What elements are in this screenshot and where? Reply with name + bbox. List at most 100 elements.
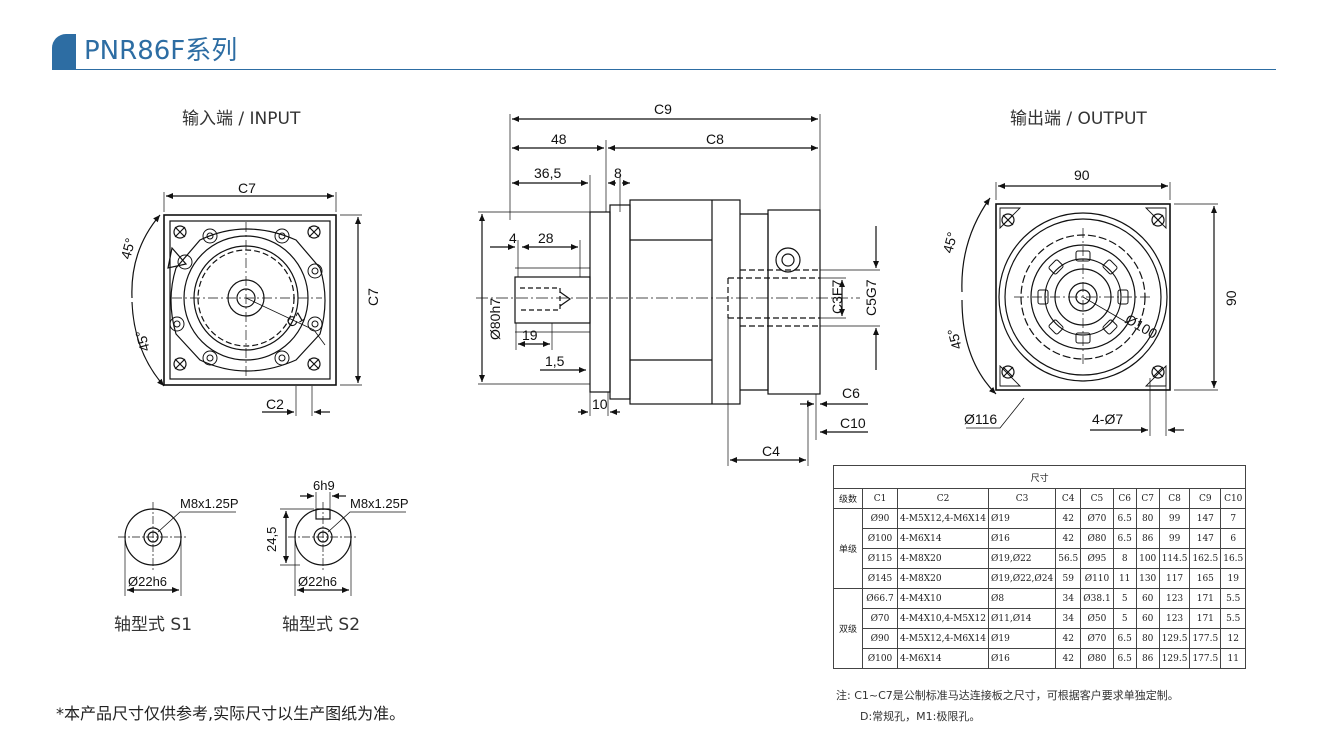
header-c6: C6 <box>1112 488 1137 509</box>
cell: Ø80 <box>1080 648 1114 669</box>
cell: 177.5 <box>1189 648 1222 669</box>
dim-1-5: 1,5 <box>545 353 565 369</box>
cell: 6.5 <box>1112 648 1137 669</box>
cell: 4-M8X20 <box>897 568 989 589</box>
dimension-table: 尺寸 级数 C1 C2 C3 C4 C5 C6 C7 C8 C9 C10 单级 … <box>832 465 1247 669</box>
s2-thread: M8x1.25P <box>350 496 409 511</box>
header-accent-mark <box>52 34 76 70</box>
angle-input-top: 45° <box>117 236 138 261</box>
cell: Ø70 <box>862 608 898 629</box>
cell: 129.5 <box>1158 648 1191 669</box>
cell: 42 <box>1055 648 1082 669</box>
cell: 86 <box>1135 648 1160 669</box>
cell: 5.5 <box>1220 588 1247 609</box>
angle-out-top: 45° <box>939 230 960 255</box>
note-line-2: D:常规孔，M1:极限孔。 <box>860 710 981 723</box>
cell: 171 <box>1189 608 1222 629</box>
cell: 19 <box>1220 568 1247 589</box>
cell: 5 <box>1112 588 1137 609</box>
cell: 165 <box>1189 568 1222 589</box>
output-view-title: 输出端 / OUTPUT <box>1010 109 1147 129</box>
dim-c2: C2 <box>266 396 284 412</box>
cell: 162.5 <box>1189 548 1222 569</box>
s1-thread: M8x1.25P <box>180 496 239 511</box>
dim-48: 48 <box>551 131 567 147</box>
dim-d116: Ø116 <box>964 411 997 427</box>
cell: 5 <box>1112 608 1137 629</box>
cell: Ø90 <box>862 628 898 649</box>
cell: 4-M4X10,4-M5X12 <box>897 608 989 629</box>
cell: 11 <box>1112 568 1137 589</box>
cell: 147 <box>1189 528 1222 549</box>
cell: Ø115 <box>862 548 898 569</box>
cell: 11 <box>1220 648 1247 669</box>
cell: Ø19 <box>987 628 1057 649</box>
dim-c9: C9 <box>654 101 672 117</box>
cell: Ø100 <box>862 528 898 549</box>
cell: Ø11,Ø14 <box>987 608 1057 629</box>
cell: Ø16 <box>987 528 1057 549</box>
cell: 42 <box>1055 508 1082 529</box>
s1-diameter: Ø22h6 <box>128 574 167 589</box>
stage-double: 双级 <box>833 588 863 669</box>
page-title: PNR86F系列 <box>84 36 238 66</box>
cell: 4-M6X14 <box>897 648 989 669</box>
dim-holes: 4-Ø7 <box>1092 411 1123 427</box>
cell: Ø19 <box>987 508 1057 529</box>
header-stage: 级数 <box>833 488 863 509</box>
angle-input-bottom: 45° <box>132 329 153 354</box>
table-header-row: 级数 C1 C2 C3 C4 C5 C6 C7 C8 C9 C10 <box>833 488 1247 509</box>
cell: Ø70 <box>1080 508 1114 529</box>
dim-8: 8 <box>614 165 622 181</box>
cell: 59 <box>1055 568 1082 589</box>
cell: 4-M4X10 <box>897 588 989 609</box>
shaft-s1-drawing <box>118 502 236 596</box>
cell: 80 <box>1135 628 1160 649</box>
cell: Ø70 <box>1080 628 1114 649</box>
cell: 8 <box>1112 548 1137 569</box>
cell: 4-M5X12,4-M6X14 <box>897 628 989 649</box>
cell: 100 <box>1135 548 1160 569</box>
shaft-s1-label: 轴型式 S1 <box>114 615 193 635</box>
table-row: Ø115 4-M8X20 Ø19,Ø22 56.5 Ø95 8 100 114.… <box>834 548 1247 569</box>
header-c10: C10 <box>1220 488 1247 509</box>
cell: Ø38.1 <box>1080 588 1114 609</box>
cell: 99 <box>1158 508 1191 529</box>
cell: Ø95 <box>1080 548 1114 569</box>
shaft-s2-drawing <box>280 492 406 596</box>
header-c9: C9 <box>1189 488 1222 509</box>
cell: 177.5 <box>1189 628 1222 649</box>
dim-4: 4 <box>509 230 517 246</box>
cell: 4-M8X20 <box>897 548 989 569</box>
table-row: Ø70 4-M4X10,4-M5X12 Ø11,Ø14 34 Ø50 5 60 … <box>834 608 1247 629</box>
dim-d100: Ø100 <box>1123 311 1161 342</box>
footnote: *本产品尺寸仅供参考,实际尺寸以生产图纸为准。 <box>56 704 406 723</box>
cell: Ø16 <box>987 648 1057 669</box>
cell: 42 <box>1055 528 1082 549</box>
s2-diameter: Ø22h6 <box>298 574 337 589</box>
dim-d80: Ø80h7 <box>487 298 503 340</box>
cell: 123 <box>1158 608 1191 629</box>
cell: 5.5 <box>1220 608 1247 629</box>
cell: 16.5 <box>1220 548 1247 569</box>
side-view-drawing <box>476 114 880 466</box>
input-view-drawing <box>131 192 362 416</box>
cell: Ø80 <box>1080 528 1114 549</box>
table-row: Ø100 4-M6X14 Ø16 42 Ø80 6.5 86 129.5 177… <box>834 648 1247 669</box>
cell: 60 <box>1135 588 1160 609</box>
input-view-title: 输入端 / INPUT <box>182 109 301 129</box>
cell: 7 <box>1220 508 1247 529</box>
stage-single: 单级 <box>833 508 863 589</box>
table-row: Ø145 4-M8X20 Ø19,Ø22,Ø24 59 Ø110 11 130 … <box>834 568 1247 589</box>
cell: Ø19,Ø22,Ø24 <box>987 568 1057 589</box>
cell: 6.5 <box>1112 528 1137 549</box>
cell: 147 <box>1189 508 1222 529</box>
dim-36-5: 36,5 <box>534 165 561 181</box>
s2-height: 24,5 <box>264 527 279 552</box>
cell: 4-M5X12,4-M6X14 <box>897 508 989 529</box>
cell: Ø50 <box>1080 608 1114 629</box>
dim-out-90-side: 90 <box>1223 290 1239 306</box>
section-header: PNR86F系列 <box>52 34 1276 72</box>
dim-c4: C4 <box>762 443 780 459</box>
